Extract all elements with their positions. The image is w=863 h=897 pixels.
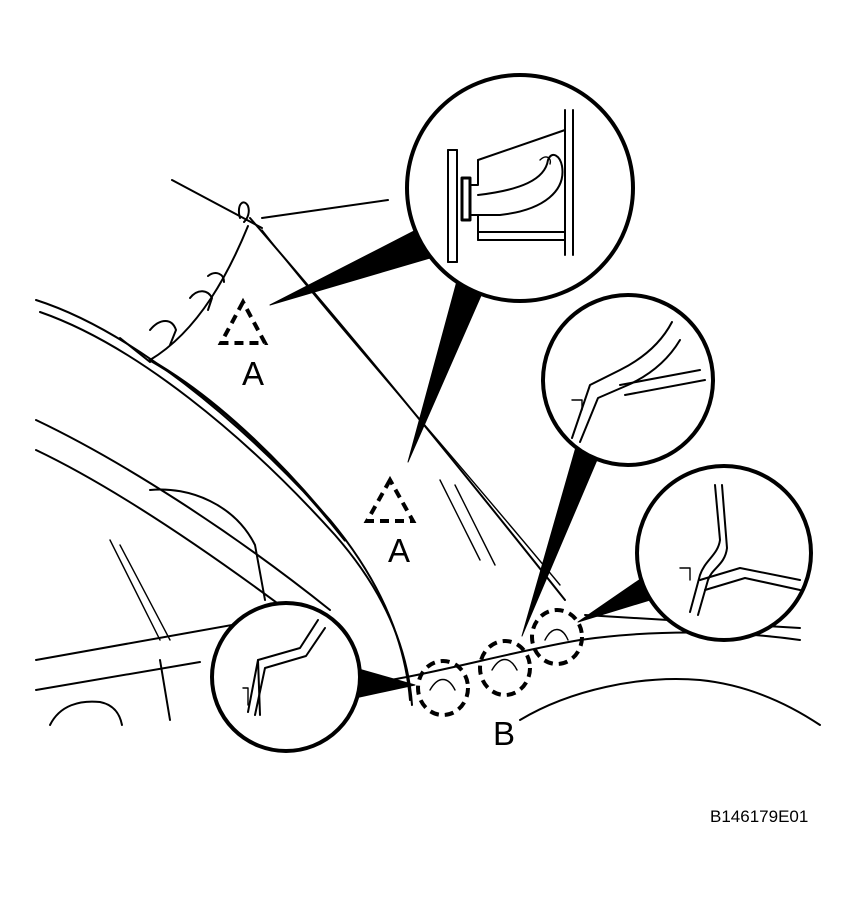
clip-marker-b-group [416,608,584,717]
label-a-upper: A [242,355,264,392]
label-a-lower: A [388,532,410,569]
detail-view-b3 [210,601,362,753]
leader-lines [269,227,651,699]
detail-view-b1 [541,293,715,467]
clip-marker-a-upper [217,297,269,345]
clip-marker-a-lower [363,475,417,523]
figure-code: B146179E01 [710,807,808,826]
label-b: B [493,715,515,752]
detail-view-b2 [635,464,813,642]
detail-view-a [405,73,635,303]
vehicle-body-outline [35,179,821,726]
